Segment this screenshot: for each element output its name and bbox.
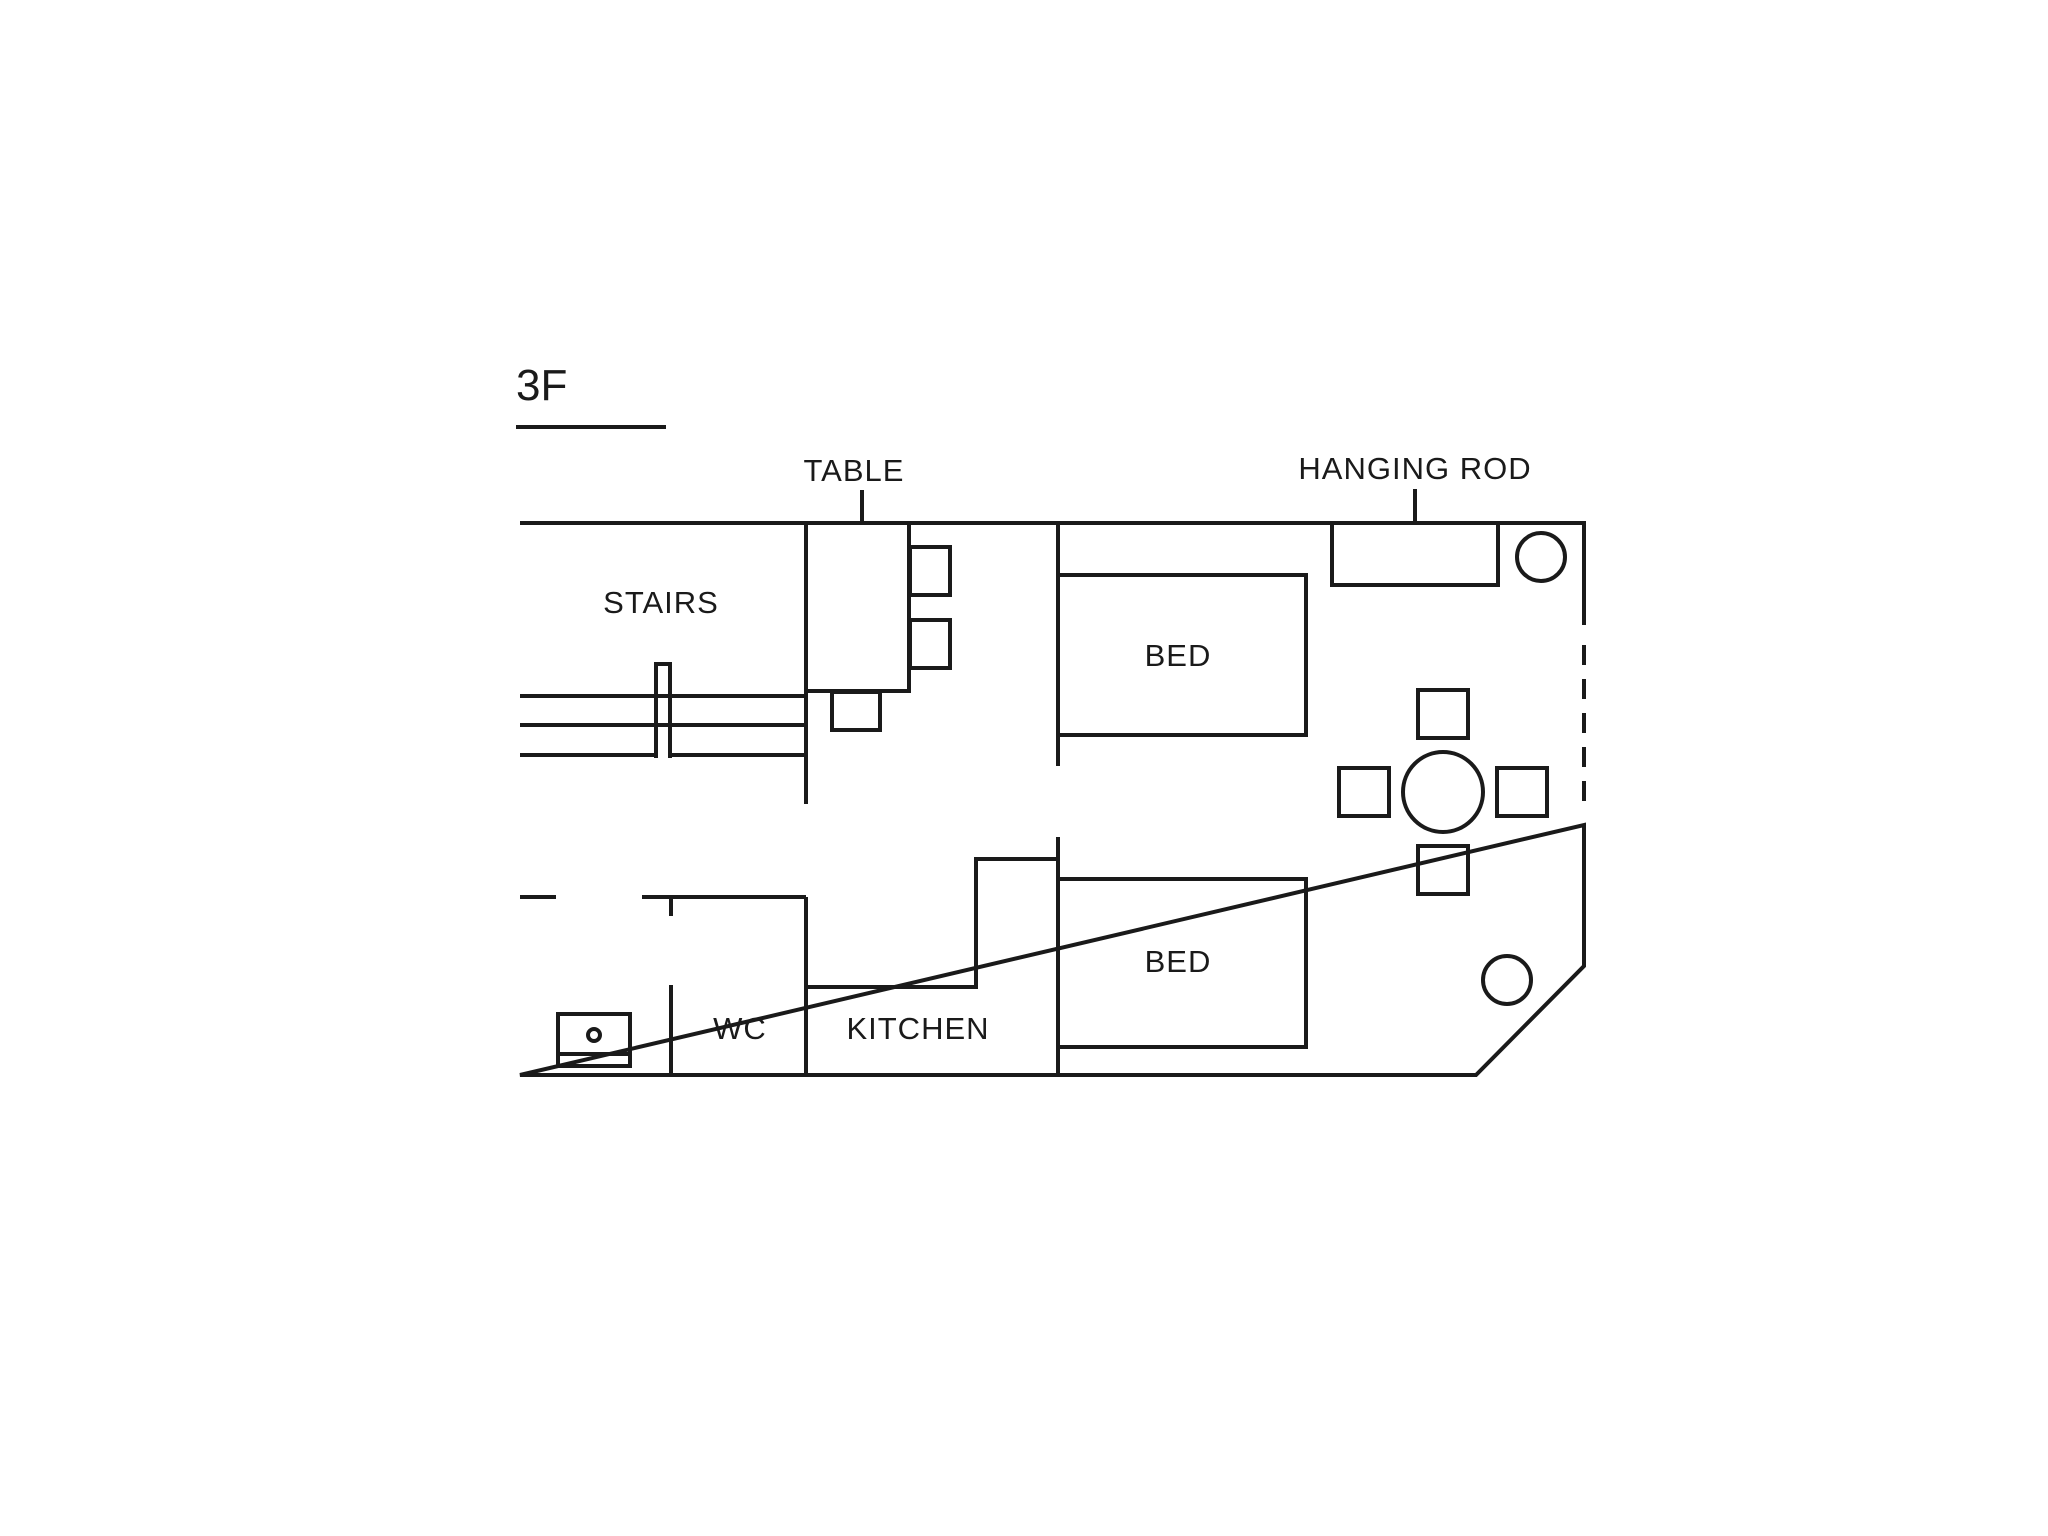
dining-table: [804, 521, 911, 693]
stairs-label: STAIRS: [603, 585, 719, 620]
bed-lower-label: BED: [1145, 944, 1212, 979]
kitchen-label: KITCHEN: [846, 1011, 989, 1046]
sink-drain-icon: [586, 1027, 602, 1043]
sink: [556, 1012, 632, 1068]
round-table: [1401, 750, 1485, 834]
stool-left: [1337, 766, 1391, 818]
bed-upper-label: BED: [1145, 638, 1212, 673]
chair-right-1: [908, 545, 952, 597]
stairs-handrail: [654, 662, 672, 758]
round-post-top-right: [1515, 531, 1567, 583]
chair-bottom: [830, 690, 882, 732]
hanging-rod: [1330, 521, 1500, 587]
table-label: TABLE: [804, 453, 905, 488]
round-post-bottom-right: [1481, 954, 1533, 1006]
wc-label: WC: [713, 1011, 767, 1046]
stool-right: [1495, 766, 1549, 818]
stool-top: [1416, 688, 1470, 740]
hanging-rod-label: HANGING ROD: [1298, 451, 1531, 486]
floor-label: 3F: [516, 361, 567, 410]
stool-bottom: [1416, 844, 1470, 896]
kitchen-wall: [806, 857, 1058, 989]
bed-upper: [1058, 573, 1308, 737]
bed-lower: [1058, 877, 1308, 1049]
chair-right-2: [908, 618, 952, 670]
